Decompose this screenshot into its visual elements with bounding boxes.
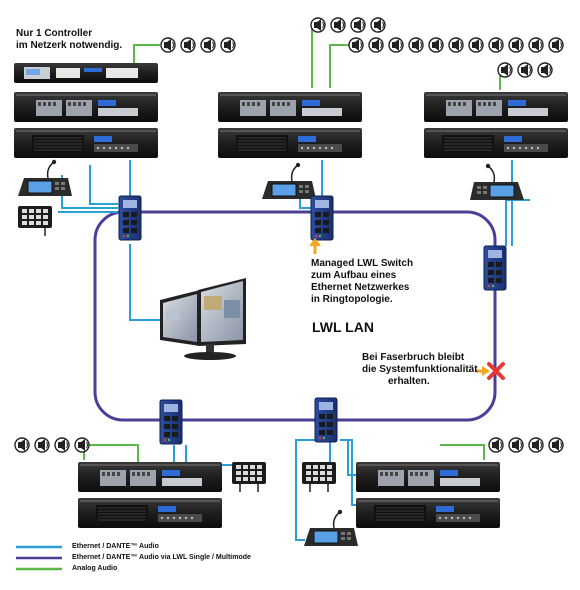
fiber-break-note: Bei Faserbruch bleibt die Systemfunktion… <box>362 352 478 388</box>
mic-station-top-middle <box>261 162 317 200</box>
rack-processor-top-left <box>14 92 158 122</box>
network-title: LWL LAN <box>312 319 374 335</box>
rack-processor-bottom-right <box>356 462 500 492</box>
legend-label-fiber: Ethernet / DANTE™ Audio via LWL Single /… <box>72 554 251 561</box>
rack-processor-top-middle <box>218 92 362 122</box>
monitor-workstation <box>160 278 246 360</box>
fiber-break-mark <box>487 362 505 380</box>
speaker-group-bottom-left <box>14 437 90 453</box>
legend-label-ethernet: Ethernet / DANTE™ Audio <box>72 543 159 550</box>
controller-note-line1: Nur 1 Controller <box>16 28 93 39</box>
speaker-group-top-right <box>497 62 553 78</box>
controller-note: Nur 1 Controller im Netzerk notwendig. <box>16 28 122 52</box>
fiber-break-arrow <box>475 366 490 376</box>
fiber-break-note-line3: erhalten. <box>388 376 430 387</box>
fiber-break-note-line1: Bei Faserbruch bleibt <box>362 352 465 363</box>
switch-note-line2: zum Aufbau eines <box>311 270 397 281</box>
mic-station-top-left <box>17 159 73 197</box>
switch-note-line4: in Ringtopologie. <box>311 294 393 305</box>
keypad-bottom-middle <box>302 462 336 492</box>
legend-swatches <box>16 545 62 571</box>
rack-processor-bottom-left <box>78 462 222 492</box>
rack-amplifier-top-middle <box>217 127 363 159</box>
rack-processor-top-right <box>424 92 568 122</box>
fiber-break-note-line2: die Systemfunktionalität <box>362 364 478 375</box>
legend-label-analog: Analog Audio <box>72 565 118 572</box>
fiber-ring <box>93 210 497 422</box>
switch-note-line1: Managed LWL Switch <box>311 258 414 269</box>
rack-amplifier-top-left <box>13 127 159 159</box>
switch-top-left <box>118 195 142 241</box>
switch-right <box>483 245 507 291</box>
switch-note-line3: Ethernet Netzwerkes <box>311 282 410 293</box>
switch-bottom-left <box>159 399 183 445</box>
speaker-group-top-middle <box>310 17 386 33</box>
analog-lines <box>83 24 505 462</box>
keypad-bottom-left <box>232 462 266 492</box>
rack-amplifier-bottom-left <box>77 497 223 529</box>
speaker-group-top-left <box>160 37 236 53</box>
speaker-group-top-long <box>348 37 564 53</box>
switch-top-middle <box>310 195 334 241</box>
rack-amplifier-top-right <box>423 127 569 159</box>
controller-unit <box>14 63 158 83</box>
switch-bottom-middle <box>314 397 338 443</box>
rack-amplifier-bottom-right <box>355 497 501 529</box>
switch-note: Managed LWL Switch zum Aufbau eines Ethe… <box>311 258 413 306</box>
mic-station-top-right <box>469 163 525 201</box>
speaker-group-bottom-right <box>488 437 564 453</box>
mic-station-bottom-middle <box>303 509 359 547</box>
switch-callout-arrow <box>309 238 321 254</box>
keypad-top-left <box>18 206 52 236</box>
controller-note-line2: im Netzerk notwendig. <box>16 40 123 51</box>
